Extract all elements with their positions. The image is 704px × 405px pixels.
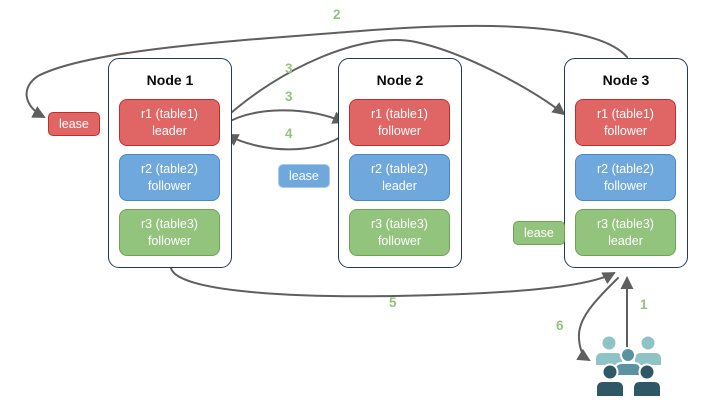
replica-name: r2 (table2) [371, 162, 428, 177]
lease-badge-table2: lease [278, 164, 330, 188]
replica-role: leader [382, 178, 417, 193]
node-title: Node 2 [376, 72, 424, 88]
lease-badge-table1: lease [48, 112, 100, 136]
replica-name: r2 (table2) [597, 162, 654, 177]
node3-replica-r3: r3 (table3) leader [575, 209, 676, 256]
replica-name: r1 (table1) [141, 107, 198, 122]
node1-replica-r3: r3 (table3) follower [119, 209, 220, 256]
node1-replica-r2: r2 (table2) follower [119, 154, 220, 201]
replica-role: follower [147, 178, 192, 193]
arrow-5-node1-to-node3 [170, 267, 616, 298]
step-label-6: 6 [556, 318, 564, 333]
users-group-icon [594, 334, 663, 398]
replica-role: leader [608, 233, 643, 248]
replica-name: r1 (table1) [597, 107, 654, 122]
node3-replica-r2: r2 (table2) follower [575, 154, 676, 201]
replica-role: follower [603, 178, 648, 193]
node-1-box: Node 1 r1 (table1) leader r2 (table2) fo… [108, 58, 232, 268]
replica-name: r1 (table1) [371, 107, 428, 122]
arrow-3-node1-r1-to-node2-r1 [222, 109, 346, 126]
step-label-3a: 3 [285, 61, 293, 76]
replica-role: leader [152, 123, 187, 138]
node-title: Node 1 [146, 72, 194, 88]
lease-badge-table3: lease [513, 221, 565, 245]
step-label-2: 2 [333, 7, 341, 22]
replica-name: r3 (table3) [597, 217, 654, 232]
step-label-1: 1 [640, 297, 648, 312]
replica-role: follower [147, 233, 192, 248]
replica-name: r3 (table3) [371, 217, 428, 232]
node2-replica-r1: r1 (table1) follower [349, 99, 450, 146]
replica-name: r3 (table3) [141, 217, 198, 232]
node2-replica-r2: r2 (table2) leader [349, 154, 450, 201]
step-label-5: 5 [389, 295, 397, 310]
step-label-3b: 3 [285, 89, 293, 104]
node-title: Node 3 [602, 72, 650, 88]
node3-replica-r1: r1 (table1) follower [575, 99, 676, 146]
node1-replica-r1: r1 (table1) leader [119, 99, 220, 146]
step-label-4: 4 [285, 126, 293, 141]
replica-name: r2 (table2) [141, 162, 198, 177]
node2-replica-r3: r3 (table3) follower [349, 209, 450, 256]
replica-role: follower [603, 123, 648, 138]
replica-role: follower [377, 123, 422, 138]
node-3-box: Node 3 r1 (table1) follower r2 (table2) … [564, 58, 688, 268]
arrow-6-node3-to-users [576, 277, 619, 362]
node-2-box: Node 2 r1 (table1) follower r2 (table2) … [338, 58, 462, 268]
lease-label: lease [59, 117, 89, 131]
lease-label: lease [289, 169, 319, 183]
replica-role: follower [377, 233, 422, 248]
lease-label: lease [524, 226, 554, 240]
